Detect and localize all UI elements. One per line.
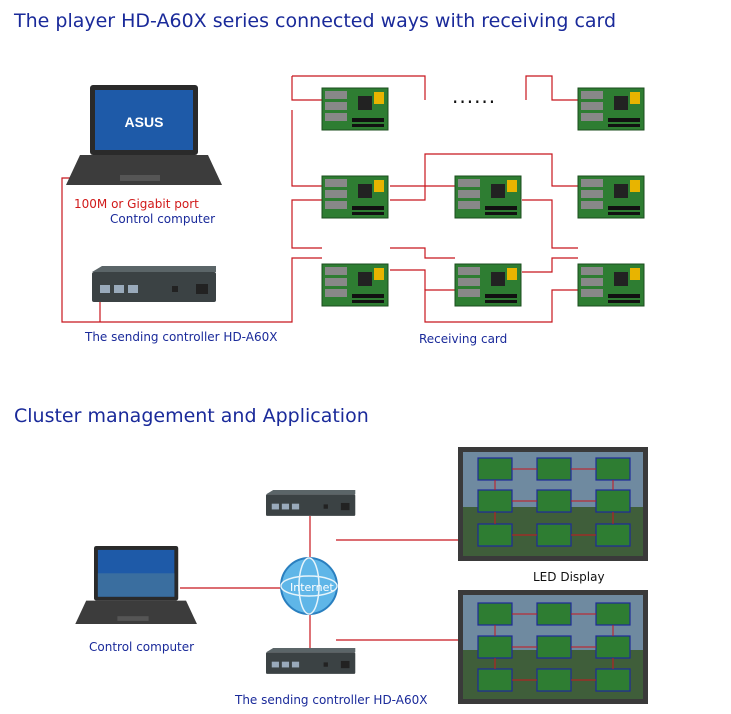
control-computer-label: Control computer xyxy=(110,212,216,226)
display-card-links xyxy=(494,468,614,681)
sending-controller-label: The sending controller HD-A60X xyxy=(85,330,278,344)
svg-text:ASUS: ASUS xyxy=(125,114,164,130)
sending-controller-label-2: The sending controller HD-A60X xyxy=(235,693,428,707)
internet-label: Internet xyxy=(290,581,334,594)
receiving-card-image xyxy=(454,175,522,219)
sender-device-image xyxy=(266,648,356,674)
sender-device-image xyxy=(266,490,356,516)
receiving-card-image xyxy=(321,175,389,219)
receiving-card-image xyxy=(454,263,522,307)
section2-title: Cluster management and Application xyxy=(14,405,369,427)
sender-device-image xyxy=(92,266,216,302)
receiving-card-label: Receiving card xyxy=(419,332,508,346)
dots-ellipsis: ...... xyxy=(452,84,497,108)
receiving-card-image xyxy=(577,175,645,219)
section1-cables xyxy=(61,75,578,323)
led-display-label: LED Display xyxy=(533,570,605,584)
receiving-card-image xyxy=(577,87,645,131)
section1-title: The player HD-A60X series connected ways… xyxy=(14,10,617,32)
internet-globe-icon xyxy=(280,557,338,615)
receiving-card-image xyxy=(321,87,389,131)
laptop-image xyxy=(75,546,197,624)
receiving-card-image xyxy=(321,263,389,307)
section2-cables xyxy=(180,516,458,650)
laptop-image: ASUS xyxy=(66,85,222,185)
port-label: 100M or Gigabit port xyxy=(74,197,199,211)
control-computer-label-2: Control computer xyxy=(89,640,195,654)
receiving-card-image xyxy=(577,263,645,307)
